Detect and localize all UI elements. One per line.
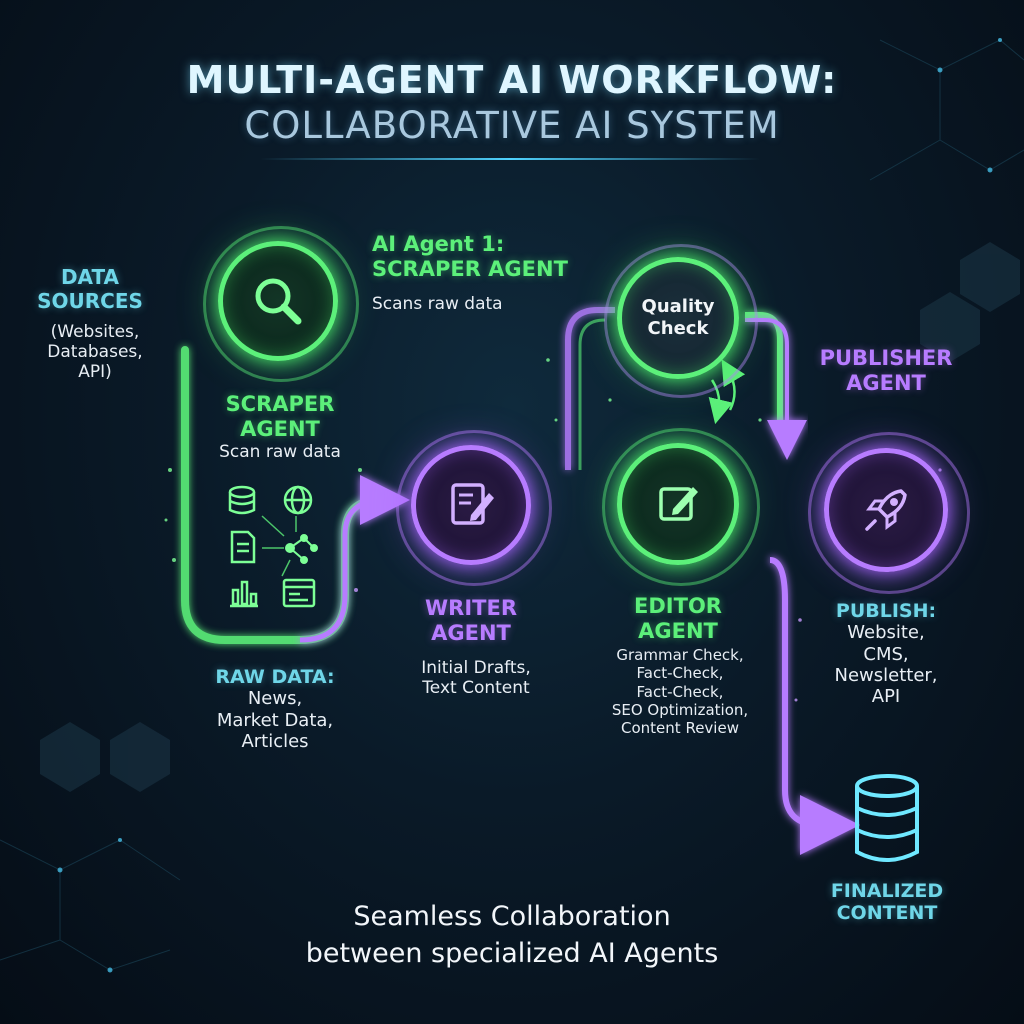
raw-data-icons	[228, 485, 318, 608]
editor-detail-line: Fact-Check,	[636, 682, 724, 701]
agent1-subtitle: Scans raw data	[372, 294, 503, 314]
writer-detail-line: Initial Drafts,	[421, 658, 531, 678]
browser-window-icon	[282, 578, 316, 608]
database-stack-icon	[855, 774, 919, 862]
scraper-label: SCRAPER AGENT	[200, 392, 360, 442]
publish-title: PUBLISH:	[835, 600, 937, 622]
editor-title-line2: AGENT	[638, 618, 718, 643]
data-sources-detail-line: Databases,	[47, 342, 143, 363]
tagline: Seamless Collaboration between specializ…	[0, 898, 1024, 973]
agent1-title-line2: SCRAPER AGENT	[372, 256, 568, 281]
database-icon	[228, 485, 256, 515]
writer-title-line1: WRITER	[425, 596, 517, 620]
editor-detail-line: Grammar Check,	[616, 646, 744, 664]
raw-data-label: RAW DATA: News, Market Data, Articles	[190, 666, 360, 752]
quality-check-node[interactable]: Quality Check	[617, 257, 739, 379]
publisher-title-line2: AGENT	[846, 370, 926, 395]
quality-check-text: Quality Check	[642, 296, 715, 341]
editor-detail-line: SEO Optimization,	[611, 700, 749, 719]
data-sources-detail-line: API)	[78, 362, 112, 383]
publisher-outer-ring	[808, 432, 970, 594]
scraper-subtitle: Scan raw data	[219, 442, 341, 462]
editor-detail-line: Fact-Check,	[636, 664, 724, 683]
bar-chart-icon	[230, 580, 258, 608]
writer-agent-node[interactable]	[411, 445, 531, 565]
diagram-title-line1: MULTI-AGENT AI WORKFLOW:	[186, 58, 838, 102]
network-icon	[285, 534, 318, 564]
editor-agent-node[interactable]	[617, 443, 739, 565]
quality-check-line2: Check	[647, 318, 709, 339]
data-sources-label: DATA SOURCES	[20, 265, 160, 313]
scraper-title-line1: SCRAPER	[225, 392, 335, 416]
scraper-title-line2: AGENT	[240, 416, 320, 441]
data-sources-title-line1: DATA	[60, 265, 120, 289]
editor-detail: Grammar Check, Fact-Check, Fact-Check, S…	[596, 646, 764, 737]
document-pen-icon	[451, 483, 494, 525]
publish-detail-line: Newsletter,	[834, 664, 938, 686]
globe-icon	[283, 485, 313, 515]
quality-check-line1: Quality	[641, 295, 715, 317]
data-sources-detail-line: (Websites,	[50, 322, 140, 342]
data-sources-title-line2: SOURCES	[37, 288, 143, 313]
publish-detail-line: API	[871, 686, 901, 708]
editor-detail-line: Content Review	[621, 719, 739, 738]
agent1-title-line1: AI Agent 1:	[372, 232, 505, 256]
raw-data-detail-line: Articles	[241, 730, 309, 752]
writer-title-line2: AGENT	[431, 620, 511, 645]
finalized-label: FINALIZED CONTENT	[810, 880, 964, 925]
publish-detail-line: Website,	[847, 622, 925, 644]
publish-detail-line: CMS,	[863, 643, 909, 665]
writer-detail-line: Text Content	[422, 678, 530, 699]
publish-label: PUBLISH: Website, CMS, Newsletter, API	[810, 600, 962, 707]
writer-detail: Initial Drafts, Text Content	[386, 658, 566, 698]
writer-outer-ring	[396, 430, 552, 586]
rocket-icon	[865, 489, 907, 531]
search-icon	[255, 278, 302, 325]
editor-outer-ring	[602, 428, 760, 586]
scraper-agent-node[interactable]	[218, 241, 338, 361]
finalized-line2: CONTENT	[836, 902, 938, 925]
raw-data-title: RAW DATA:	[215, 666, 335, 688]
scraper-outer-ring	[203, 226, 359, 382]
edit-pen-icon	[659, 487, 698, 521]
editor-label: EDITOR AGENT	[602, 594, 754, 644]
diagram-title-line2: COLLABORATIVE AI SYSTEM	[244, 104, 780, 147]
publisher-agent-node[interactable]	[824, 448, 948, 572]
raw-data-detail-line: Market Data,	[216, 709, 334, 731]
document-icon	[230, 530, 256, 564]
tagline-line2: between specialized AI Agents	[305, 938, 719, 970]
writer-label: WRITER AGENT	[396, 596, 546, 646]
quality-check-outer-ring	[604, 244, 758, 398]
tagline-line1: Seamless Collaboration	[353, 901, 671, 932]
finalized-line1: FINALIZED	[830, 880, 944, 902]
publisher-title-line1: PUBLISHER	[819, 346, 953, 370]
raw-data-detail-line: News,	[247, 688, 303, 710]
data-sources-detail: (Websites, Databases, API)	[20, 322, 170, 382]
agent1-label: AI Agent 1: SCRAPER AGENT	[372, 232, 582, 282]
title-divider	[260, 158, 760, 160]
publisher-label: PUBLISHER AGENT	[800, 346, 972, 396]
editor-title-line1: EDITOR	[634, 594, 722, 618]
